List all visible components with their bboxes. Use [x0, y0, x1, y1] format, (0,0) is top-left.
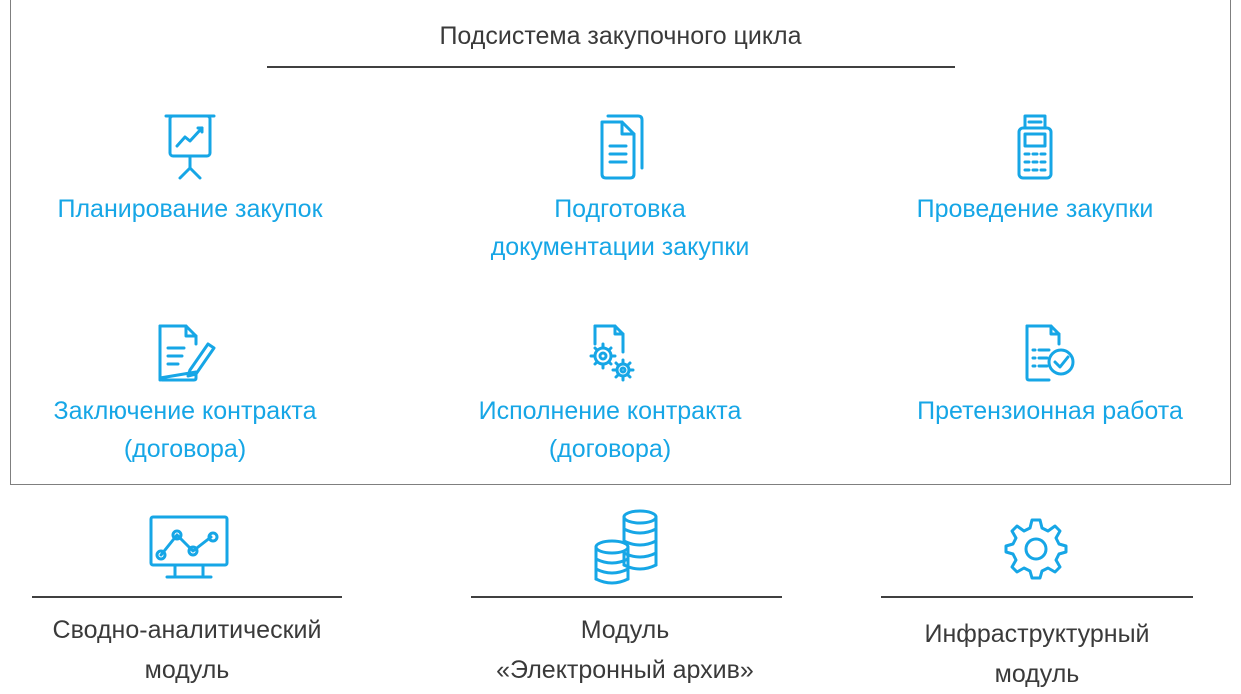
module-label-line2: документации закупки [490, 233, 750, 261]
bottom-divider [32, 596, 342, 598]
module-label-line2: (договора) [548, 435, 672, 463]
module-label-line1: Сводно-аналитический [52, 616, 322, 644]
presentation-chart-icon [164, 114, 216, 180]
module-label-line1: Подготовка [554, 195, 686, 223]
module-label-line2: модуль [994, 660, 1080, 688]
module-label: Проведение закупки [916, 195, 1154, 223]
subsystem-title: Подсистема закупочного цикла [439, 22, 802, 50]
module-claims: Претензионная работа [880, 322, 1220, 430]
module-label-line1: Заключение контракта [53, 397, 317, 425]
monitor-chart-icon [149, 515, 229, 579]
document-gears-icon [589, 324, 635, 382]
module-label-line1: Исполнение контракта [478, 397, 742, 425]
document-sign-icon [158, 324, 216, 382]
module-documentation: Подготовка документации закупки [450, 110, 790, 266]
gear-icon [1004, 518, 1068, 580]
module-contract-execution: Исполнение контракта (договора) [440, 322, 780, 468]
module-analytics: Сводно-аналитический модуль [20, 610, 354, 690]
module-label-line2: модуль [144, 656, 230, 684]
bottom-divider [881, 596, 1193, 598]
documents-icon [600, 114, 644, 180]
document-check-icon [1025, 324, 1075, 382]
title-underline [267, 66, 955, 68]
module-contract-conclusion: Заключение контракта (договора) [15, 322, 355, 468]
module-label-line2: «Электронный архив» [496, 656, 754, 684]
module-label-line1: Инфраструктурный [924, 620, 1150, 648]
module-label: Планирование закупок [57, 195, 323, 223]
module-archive: Модуль «Электронный архив» [455, 610, 795, 690]
module-label-line2: (договора) [123, 435, 247, 463]
module-label-line1: Модуль [580, 616, 670, 644]
module-planning: Планирование закупок [20, 110, 360, 228]
database-coins-icon [594, 509, 658, 585]
receipt-calculator-icon [1017, 114, 1053, 180]
module-procurement: Проведение закупки [865, 110, 1205, 228]
module-infrastructure: Инфраструктурный модуль [870, 614, 1204, 694]
bottom-divider [471, 596, 782, 598]
module-label: Претензионная работа [917, 397, 1183, 425]
subsystem-frame [10, 0, 1231, 485]
